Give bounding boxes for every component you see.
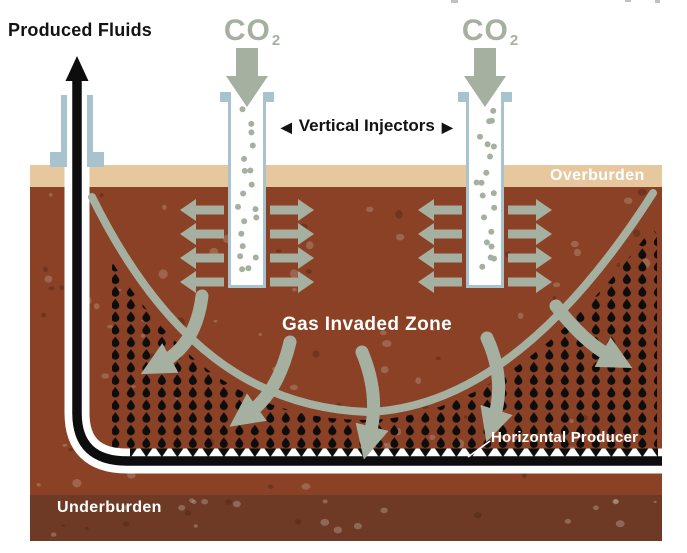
injection-arrow-right-icon	[270, 247, 314, 269]
producer-well-pipe	[72, 79, 662, 466]
injection-arrow-right-icon	[508, 247, 552, 269]
lateral-injection-arrows	[180, 199, 552, 293]
right-triangle-icon: ▶	[441, 118, 453, 135]
injector-tube	[228, 92, 266, 288]
co2-injection-arrow-icon	[464, 48, 506, 107]
wellhead-casing-bar	[87, 95, 93, 165]
co2-subscript: 2	[509, 32, 520, 49]
injection-arrow-left-icon	[180, 223, 224, 245]
injector-flange	[502, 92, 512, 102]
injection-arrow-right-icon	[508, 199, 552, 221]
sweep-arrow-icon	[355, 345, 389, 460]
injection-arrow-left-icon	[418, 223, 462, 245]
vertical-injectors-text: Vertical Injectors	[298, 116, 435, 135]
oil-zigzag-row	[130, 448, 658, 458]
underburden-layer	[30, 495, 662, 541]
sweep-arrow-icon	[229, 335, 297, 427]
co2-bubbles	[473, 107, 498, 270]
injection-arrow-left-icon	[180, 199, 224, 221]
vertical-injector-1	[220, 92, 274, 288]
gas-invaded-zone-label: Gas Invaded Zone	[282, 314, 453, 335]
injection-arrow-right-icon	[270, 199, 314, 221]
co2-text: CO	[461, 14, 509, 47]
vertical-injector-2	[458, 92, 512, 288]
injection-arrow-left-icon	[418, 199, 462, 221]
wellhead-base	[87, 152, 104, 167]
injection-arrow-left-icon	[418, 271, 462, 293]
injector-tube	[466, 92, 504, 288]
co2-subscript: 2	[271, 32, 282, 49]
wellhead-casing-bar	[61, 95, 67, 165]
oil-droplet-bank	[112, 228, 657, 450]
injection-arrow-left-icon	[180, 247, 224, 269]
injector-flange	[220, 92, 230, 102]
injection-arrow-right-icon	[270, 223, 314, 245]
injector-flange	[458, 92, 468, 102]
injection-arrow-right-icon	[270, 271, 314, 293]
wellhead-base	[50, 152, 67, 167]
horizontal-producer-label: Horizontal Producer	[491, 429, 639, 446]
co2-injection-arrow-icon	[226, 48, 268, 107]
injector-flange	[264, 92, 274, 102]
injection-arrow-left-icon	[418, 247, 462, 269]
vertical-injectors-label: ◀ Vertical Injectors ▶	[281, 117, 453, 134]
produced-fluids-label: Produced Fluids	[8, 20, 153, 40]
left-triangle-icon: ◀	[281, 118, 292, 135]
gas-sweep-arrows	[140, 289, 633, 460]
co2-label-2: CO2	[450, 14, 530, 49]
overburden-label: Overburden	[550, 167, 645, 184]
underburden-label: Underburden	[57, 499, 162, 516]
injection-arrow-right-icon	[508, 223, 552, 245]
sweep-arrow-icon	[140, 289, 209, 375]
injection-arrow-left-icon	[180, 271, 224, 293]
producer-wellhead	[50, 95, 104, 167]
co2-bubbles	[235, 106, 260, 273]
horizontal-producer-leader-line	[467, 440, 491, 458]
sweep-arrow-icon	[480, 331, 513, 443]
co2-label-1: CO2	[212, 14, 292, 49]
injection-arrow-right-icon	[508, 271, 552, 293]
sweep-arrow-icon	[549, 299, 633, 369]
top-edge-artifacts	[451, 0, 660, 3]
produced-fluids-arrow-icon	[65, 56, 89, 81]
co2-text: CO	[223, 14, 271, 47]
